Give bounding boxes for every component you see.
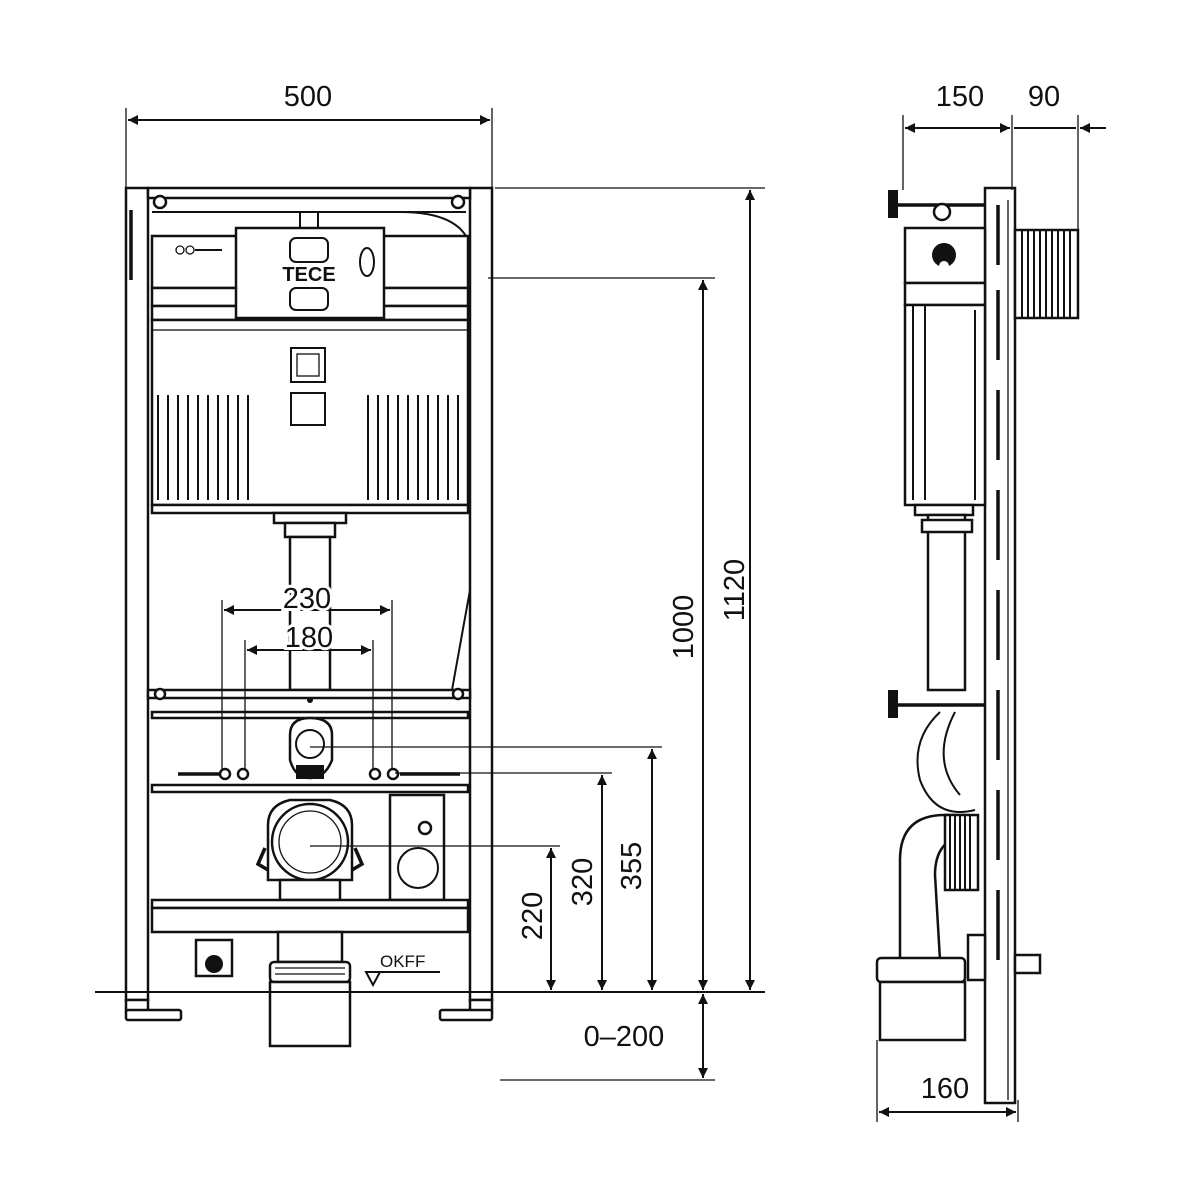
dim-height-320: 320 bbox=[567, 858, 599, 906]
front-dimensions: 500 1120 1000 355 320 220 0–200 230 180 bbox=[125, 81, 765, 1081]
left-foot bbox=[124, 1008, 183, 1022]
side-view bbox=[875, 186, 1080, 1105]
dim-height-220: 220 bbox=[517, 892, 549, 940]
dim-height-355: 355 bbox=[616, 842, 648, 890]
dim-depth-160: 160 bbox=[921, 1073, 969, 1105]
mounting-bolts bbox=[178, 767, 460, 781]
waste-outlet bbox=[270, 802, 350, 882]
cistern bbox=[150, 318, 470, 507]
right-post bbox=[468, 186, 494, 1002]
floor-level-symbol bbox=[364, 971, 382, 988]
dim-depth-150: 150 bbox=[936, 81, 984, 113]
front-view: TECE bbox=[124, 186, 494, 1048]
dim-height-1000: 1000 bbox=[668, 595, 700, 660]
side-cistern bbox=[903, 303, 987, 507]
dim-depth-90: 90 bbox=[1028, 81, 1060, 113]
okff-label: OKFF bbox=[380, 952, 425, 971]
dim-below-floor: 0–200 bbox=[584, 1021, 665, 1053]
cistern-ribs-right bbox=[367, 395, 459, 500]
left-post bbox=[124, 186, 150, 1002]
side-rail bbox=[983, 186, 1017, 1105]
side-dimensions: 150 90 160 bbox=[876, 81, 1106, 1122]
flush-plate bbox=[234, 226, 386, 320]
dim-bolt-230: 230 bbox=[283, 583, 331, 615]
tece-logo: TECE bbox=[282, 264, 335, 286]
cistern-ribs-left bbox=[157, 395, 249, 500]
dim-width-500: 500 bbox=[284, 81, 332, 113]
right-foot bbox=[438, 1008, 494, 1022]
dim-height-1120: 1120 bbox=[719, 559, 751, 621]
dim-bolt-180: 180 bbox=[285, 622, 333, 654]
